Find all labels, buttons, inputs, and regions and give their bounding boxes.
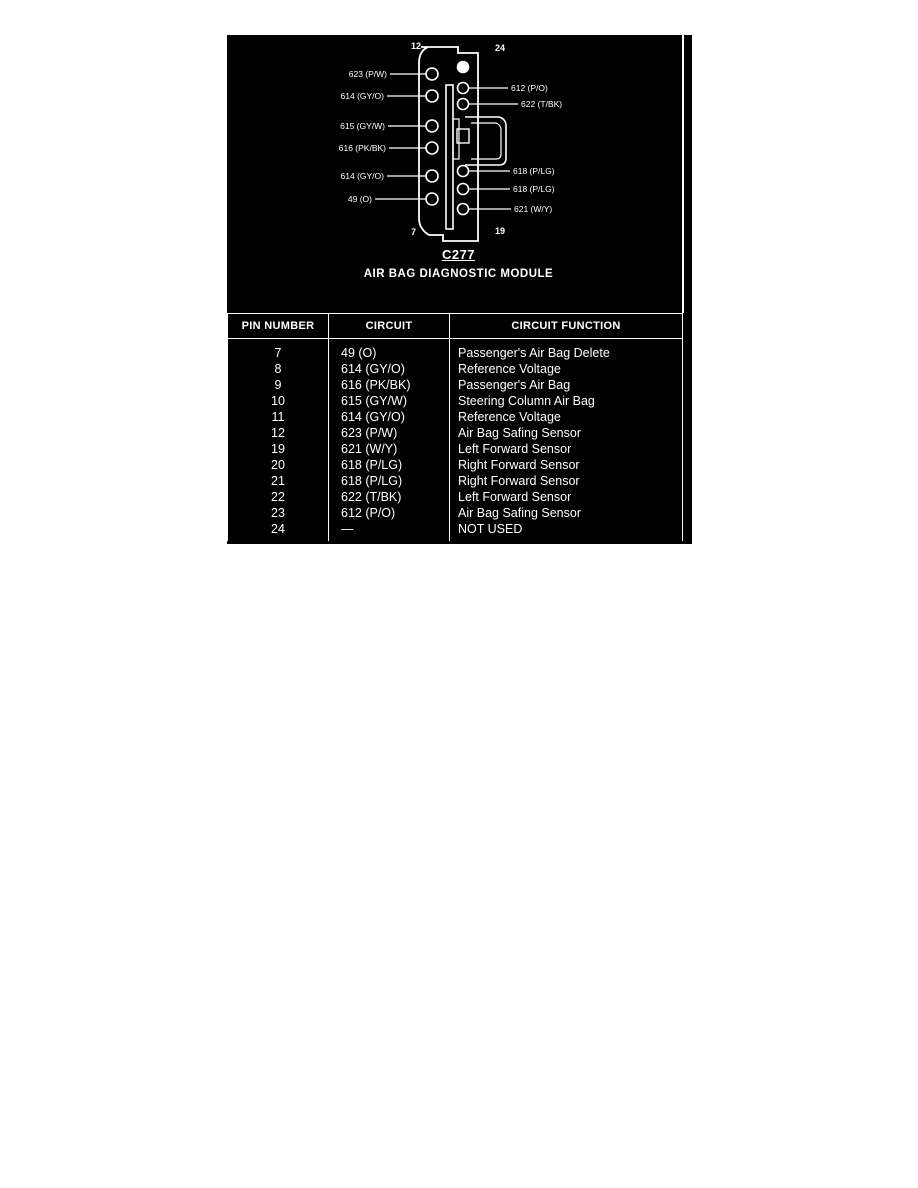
- connector-diagram: 12 24 7 19 623 (P/W) 614 (GY/O) 615 (GY/…: [339, 41, 562, 242]
- function-cell: Passenger's Air Bag: [449, 377, 683, 393]
- pin-cell: 23: [227, 505, 329, 521]
- function-cell: Left Forward Sensor: [449, 489, 683, 505]
- wire-label-pin-19: 621 (W/Y): [514, 204, 552, 214]
- wire-label-pin-12: 623 (P/W): [349, 69, 387, 79]
- corner-number-12: 12: [411, 41, 421, 51]
- pin-22: [456, 97, 470, 111]
- pin-cell: 7: [227, 338, 329, 361]
- pin-cell: 11: [227, 409, 329, 425]
- connector-housing: [418, 46, 479, 242]
- pin-8: [425, 169, 439, 183]
- header-circuit: CIRCUIT: [328, 313, 450, 339]
- header-circuit-function: CIRCUIT FUNCTION: [449, 313, 683, 339]
- pin-10: [425, 119, 439, 133]
- pin-cell: 21: [227, 473, 329, 489]
- leader-lines: [375, 73, 518, 210]
- wire-label-pin-9: 616 (PK/BK): [339, 143, 386, 153]
- circuit-cell: 616 (PK/BK): [328, 377, 450, 393]
- function-cell: Right Forward Sensor: [449, 457, 683, 473]
- wire-label-pin-23: 612 (P/O): [511, 83, 548, 93]
- wire-label-pin-10: 615 (GY/W): [340, 121, 385, 131]
- wire-label-pin-7: 49 (O): [348, 194, 372, 204]
- pin-12: [425, 67, 439, 81]
- circuit-cell: 622 (T/BK): [328, 489, 450, 505]
- header-pin-number: PIN NUMBER: [227, 313, 329, 339]
- function-cell: Left Forward Sensor: [449, 441, 683, 457]
- table-header-row: PIN NUMBER CIRCUIT CIRCUIT FUNCTION: [227, 313, 683, 339]
- function-cell: Reference Voltage: [449, 361, 683, 377]
- latch-strip: [445, 84, 454, 230]
- wire-label-pin-11: 614 (GY/O): [341, 91, 385, 101]
- function-cell: Steering Column Air Bag: [449, 393, 683, 409]
- pin-21: [456, 164, 470, 178]
- pin-9: [425, 141, 439, 155]
- pin-11: [425, 89, 439, 103]
- circuit-cell: 49 (O): [328, 338, 450, 361]
- left-pins: [425, 67, 439, 206]
- key-tab-2: [452, 118, 460, 160]
- key-tab: [456, 128, 470, 144]
- pin-cell: 24: [227, 521, 329, 541]
- circuit-cell: 612 (P/O): [328, 505, 450, 521]
- pin-cell: 8: [227, 361, 329, 377]
- wire-label-pin-20: 618 (P/LG): [513, 184, 555, 194]
- pin-24: [456, 60, 470, 74]
- circuit-cell: 614 (GY/O): [328, 409, 450, 425]
- circuit-cell: 621 (W/Y): [328, 441, 450, 457]
- module-name: AIR BAG DIAGNOSTIC MODULE: [363, 268, 554, 280]
- connector-figure: 12 24 7 19 623 (P/W) 614 (GY/O) 615 (GY/…: [225, 33, 692, 544]
- circuit-cell: 618 (P/LG): [328, 473, 450, 489]
- function-cell: NOT USED: [449, 521, 683, 541]
- circuit-cell: 615 (GY/W): [328, 393, 450, 409]
- connector-id: C277: [441, 247, 476, 262]
- right-pins: [456, 60, 470, 216]
- function-cell: Air Bag Safing Sensor: [449, 505, 683, 521]
- function-cell: Right Forward Sensor: [449, 473, 683, 489]
- pin-23: [456, 81, 470, 95]
- table-row: 24—NOT USED: [227, 521, 683, 541]
- pin-20: [456, 182, 470, 196]
- key-bracket: [465, 116, 507, 166]
- circuit-cell: —: [328, 521, 450, 541]
- pin-19: [456, 202, 470, 216]
- circuit-cell: 618 (P/LG): [328, 457, 450, 473]
- frame-right-rule: [682, 33, 684, 313]
- function-cell: Reference Voltage: [449, 409, 683, 425]
- pin-7: [425, 192, 439, 206]
- frame-top-rule: [225, 33, 692, 35]
- pin-cell: 9: [227, 377, 329, 393]
- wire-label-pin-21: 618 (P/LG): [513, 166, 555, 176]
- wire-label-pin-22: 622 (T/BK): [521, 99, 562, 109]
- pin-cell: 20: [227, 457, 329, 473]
- function-cell: Air Bag Safing Sensor: [449, 425, 683, 441]
- pin-cell: 12: [227, 425, 329, 441]
- frame-left-rule: [225, 33, 227, 544]
- pin-cell: 19: [227, 441, 329, 457]
- pin-cell: 10: [227, 393, 329, 409]
- circuit-cell: 623 (P/W): [328, 425, 450, 441]
- pin-cell: 22: [227, 489, 329, 505]
- corner-number-7: 7: [411, 227, 416, 237]
- function-cell: Passenger's Air Bag Delete: [449, 338, 683, 361]
- wire-label-pin-8: 614 (GY/O): [341, 171, 385, 181]
- corner-number-19: 19: [495, 226, 505, 236]
- corner-number-24: 24: [495, 43, 505, 53]
- circuit-cell: 614 (GY/O): [328, 361, 450, 377]
- key-bracket-inner: [471, 122, 502, 160]
